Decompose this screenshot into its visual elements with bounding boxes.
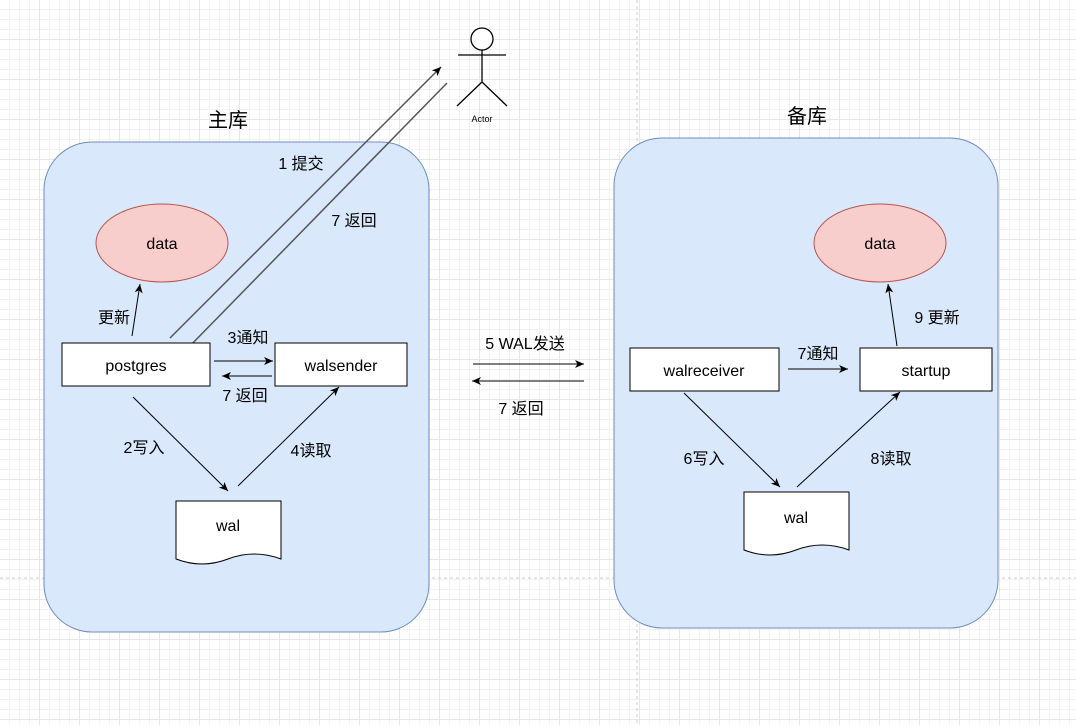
actor-label: Actor: [471, 114, 492, 124]
primary-read-arrow: [237, 386, 340, 487]
standby-wal-document[interactable]: [743, 491, 850, 556]
primary-read-label: 4读取: [291, 442, 332, 460]
return-actor-line: [185, 82, 448, 351]
wal-send-label: 5 WAL发送: [485, 335, 564, 353]
primary-title: 主库: [208, 109, 248, 132]
standby-wal-label: wal: [783, 510, 808, 527]
return-actor-label: 7 返回: [331, 212, 376, 230]
standby-data-store[interactable]: [813, 203, 947, 283]
primary-write-label: 2写入: [124, 440, 165, 457]
standby-read-arrow: [796, 391, 901, 488]
startup-process[interactable]: [859, 347, 993, 392]
standby-read-label: 8读取: [871, 450, 912, 468]
notify-label: 3通知: [228, 329, 269, 347]
startup-label: startup: [902, 363, 951, 380]
standby-data-label: data: [864, 236, 895, 253]
standby-notify-label: 7通知: [798, 345, 839, 363]
primary-data-store[interactable]: [95, 203, 229, 283]
actor-figure[interactable]: [456, 27, 508, 107]
commit-arrow: [169, 66, 442, 339]
primary-wal-label: wal: [215, 518, 240, 535]
postgres-process[interactable]: [61, 342, 211, 387]
primary-write-arrow: [132, 396, 229, 492]
walreceiver-label: walreceiver: [663, 363, 746, 380]
standby-title: 备库: [787, 105, 827, 128]
walreceiver-process[interactable]: [629, 347, 780, 392]
standby-write-label: 6写入: [684, 451, 725, 468]
standby-write-arrow: [683, 392, 781, 488]
standby-update-label: 9 更新: [914, 309, 959, 327]
return-sender-label: 7 返回: [222, 387, 267, 405]
walsender-label: walsender: [304, 358, 379, 375]
primary-update-label: 更新: [98, 309, 130, 327]
standby-update-arrow: [885, 283, 898, 347]
walsender-process[interactable]: [274, 342, 408, 387]
primary-update-arrow: [131, 283, 143, 337]
transfer-return-label: 7 返回: [498, 400, 543, 418]
primary-wal-document[interactable]: [175, 500, 282, 565]
postgres-label: postgres: [105, 358, 166, 375]
primary-data-label: data: [146, 236, 177, 253]
commit-label: 1 提交: [278, 155, 323, 173]
